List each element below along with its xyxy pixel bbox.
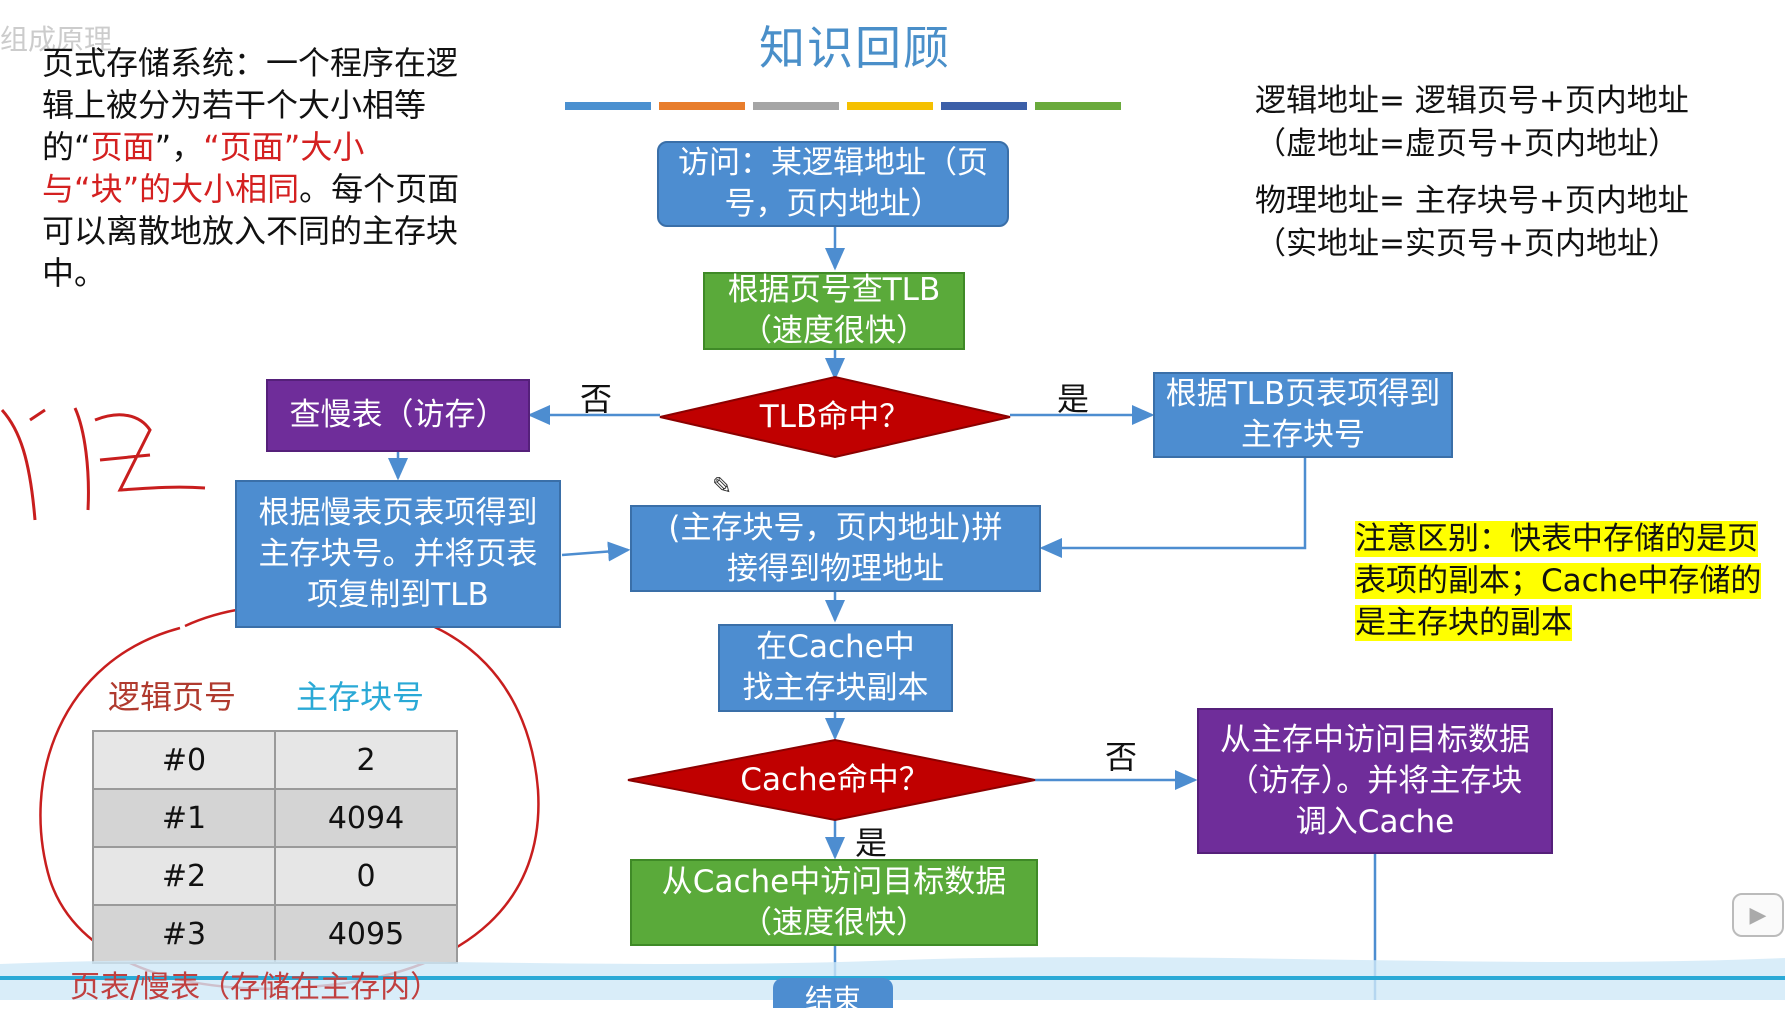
tlb-yes-label: 是 [1057, 380, 1090, 418]
address-definitions: 逻辑地址= 逻辑页号+页内地址 （虚地址=虚页号+页内地址） 物理地址= 主存块… [1255, 80, 1755, 266]
table-header-block: 主存块号 [296, 678, 425, 716]
watermark-text: 组成原理 [0, 23, 113, 56]
logical-address-def: 逻辑地址= 逻辑页号+页内地址 [1255, 83, 1689, 119]
handwriting-strokes [0, 407, 206, 521]
color-bar-6 [1035, 102, 1121, 110]
block-cell: 4095 [274, 904, 458, 964]
cache-find-box: 在Cache中找主存块副本 [718, 624, 953, 712]
arrow-slow-entry-to-concat [561, 541, 631, 562]
color-bar-1 [565, 102, 651, 110]
access-logical-address-box: 访问：某逻辑地址（页号，页内地址） [657, 141, 1009, 227]
cache-hit-diamond [627, 738, 1036, 822]
page-cell: #1 [92, 788, 276, 848]
arrow-tlb-entry-to-concat [1039, 458, 1307, 558]
color-bar-4 [847, 102, 933, 110]
color-bar-2 [659, 102, 745, 110]
block-cell: 4094 [274, 788, 458, 848]
play-icon[interactable]: ▶ [1732, 893, 1784, 937]
cache-yes-label: 是 [855, 824, 888, 862]
tlb-no-label: 否 [580, 380, 613, 418]
real-address-def: （实地址=实页号+页内地址） [1255, 226, 1679, 262]
intro-red-2: “页面”大小与“块”的大小相同 [42, 128, 365, 208]
slow-entry-box: 根据慢表页表项得到主存块号。并将页表项复制到TLB [235, 480, 561, 628]
intro-text-2: ”， [154, 128, 204, 166]
color-bar-svg [565, 102, 1121, 110]
intro-text-3: 。每个页面可以离散地放入不同的主存块中。 [42, 170, 460, 292]
pencil-cursor-icon: ✎ [712, 472, 733, 500]
block-cell: 2 [274, 730, 458, 790]
difference-note: 注意区别：快表中存储的是页表项的副本；Cache中存储的是主存块的副本 [1355, 518, 1775, 644]
tlb-entry-box: 根据TLB页表项得到主存块号 [1153, 372, 1453, 458]
end-box: 结束 [773, 978, 893, 1016]
page-cell: #2 [92, 846, 276, 906]
intro-red-1: 页面 [90, 128, 155, 166]
table-header-logical: 逻辑页号 [108, 678, 237, 716]
tlb-lookup-box: 根据页号查TLB（速度很快） [703, 272, 965, 350]
page-table-caption: 页表/慢表（存储在主存内） [70, 970, 441, 1005]
virtual-address-def: （虚地址=虚页号+页内地址） [1255, 126, 1679, 162]
page-cell: #3 [92, 904, 276, 964]
cache-no-label: 否 [1105, 738, 1138, 776]
title-color-bar [565, 95, 1135, 110]
color-bar-3 [753, 102, 839, 110]
page-cell: #0 [92, 730, 276, 790]
slide-title: 知识回顾 [759, 21, 951, 75]
tlb-hit-diamond [659, 375, 1011, 459]
color-bar-5 [941, 102, 1027, 110]
physical-address-def: 物理地址= 主存块号+页内地址 [1255, 183, 1689, 219]
cache-hit-label: Cache命中？ [740, 761, 930, 798]
slow-table-box: 查慢表（访存） [266, 379, 530, 452]
tlb-hit-label: TLB命中？ [759, 398, 911, 435]
concat-physical-address-box: (主存块号，页内地址)拼接得到物理地址 [630, 505, 1041, 592]
difference-note-text: 注意区别：快表中存储的是页表项的副本；Cache中存储的是主存块的副本 [1355, 521, 1762, 641]
block-cell: 0 [274, 846, 458, 906]
bottom-wave [0, 957, 1785, 1000]
memory-access-box: 从主存中访问目标数据（访存）。并将主存块调入Cache [1197, 708, 1553, 854]
intro-text-1: 页式存储系统：一个程序在逻辑上被分为若干个大小相等的“ [42, 44, 459, 166]
cache-access-box: 从Cache中访问目标数据（速度很快） [630, 859, 1038, 946]
intro-paragraph: 页式存储系统：一个程序在逻辑上被分为若干个大小相等的“页面”，“页面”大小与“块… [42, 42, 462, 294]
